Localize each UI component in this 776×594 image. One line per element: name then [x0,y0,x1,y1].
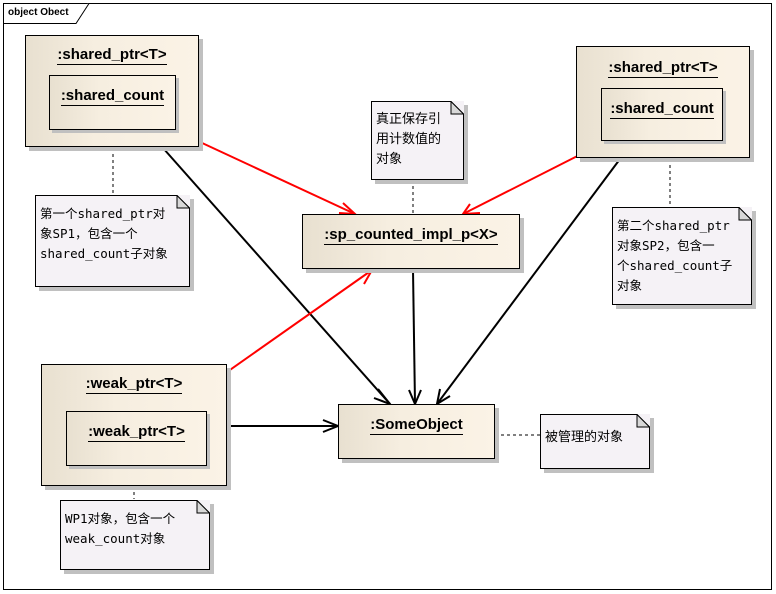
frame-tab-shape [3,3,90,24]
note-text: 被管理的对象 [545,430,624,445]
object-sp-counted-impl[interactable]: :sp_counted_impl_p<X> [302,214,520,269]
note-wp1[interactable]: WP1对象，包含一个 weak_count对象 [60,500,210,570]
note-shape [60,500,210,570]
object-title: :SomeObject [370,416,463,435]
note-shape [35,195,190,287]
object-title: :sp_counted_impl_p<X> [324,226,498,245]
note-text: 第二个shared_ptr 对象SP2，包含一 个shared_count子 对… [617,218,733,293]
object-weak-ptr-inner[interactable]: :weak_ptr<T> [66,411,207,466]
object-shared-count-sp2[interactable]: :shared_count [601,88,723,141]
object-title: :weak_ptr<T> [88,423,185,442]
object-title: :shared_ptr<T> [57,46,167,65]
object-title: :shared_count [60,87,165,106]
note-shape [371,101,464,180]
note-text: 第一个shared_ptr对 象SP1，包含一个 shared_count子对象 [40,206,168,261]
object-weak-ptr-wp1[interactable]: :weak_ptr<T> :weak_ptr<T> [41,364,227,486]
object-shared-ptr-sp1[interactable]: :shared_ptr<T> :shared_count [25,35,199,147]
note-text: WP1对象，包含一个 weak_count对象 [65,511,176,546]
object-title: :shared_ptr<T> [608,59,718,78]
note-sp2[interactable]: 第二个shared_ptr 对象SP2，包含一 个shared_count子 对… [612,207,752,305]
note-some-object[interactable]: 被管理的对象 [540,414,650,469]
note-shape [612,207,752,305]
frame-label: object Obect [8,7,69,18]
note-sp1[interactable]: 第一个shared_ptr对 象SP1，包含一个 shared_count子对象 [35,195,190,287]
object-some-object[interactable]: :SomeObject [338,404,495,459]
note-text: 真正保存引 用计数值的 对象 [376,112,442,167]
object-title: :shared_count [610,100,714,119]
note-shape [540,414,650,469]
object-title: :weak_ptr<T> [85,375,183,394]
object-shared-count-sp1[interactable]: :shared_count [49,75,176,130]
object-shared-ptr-sp2[interactable]: :shared_ptr<T> :shared_count [576,46,750,158]
note-counted[interactable]: 真正保存引 用计数值的 对象 [371,101,464,180]
